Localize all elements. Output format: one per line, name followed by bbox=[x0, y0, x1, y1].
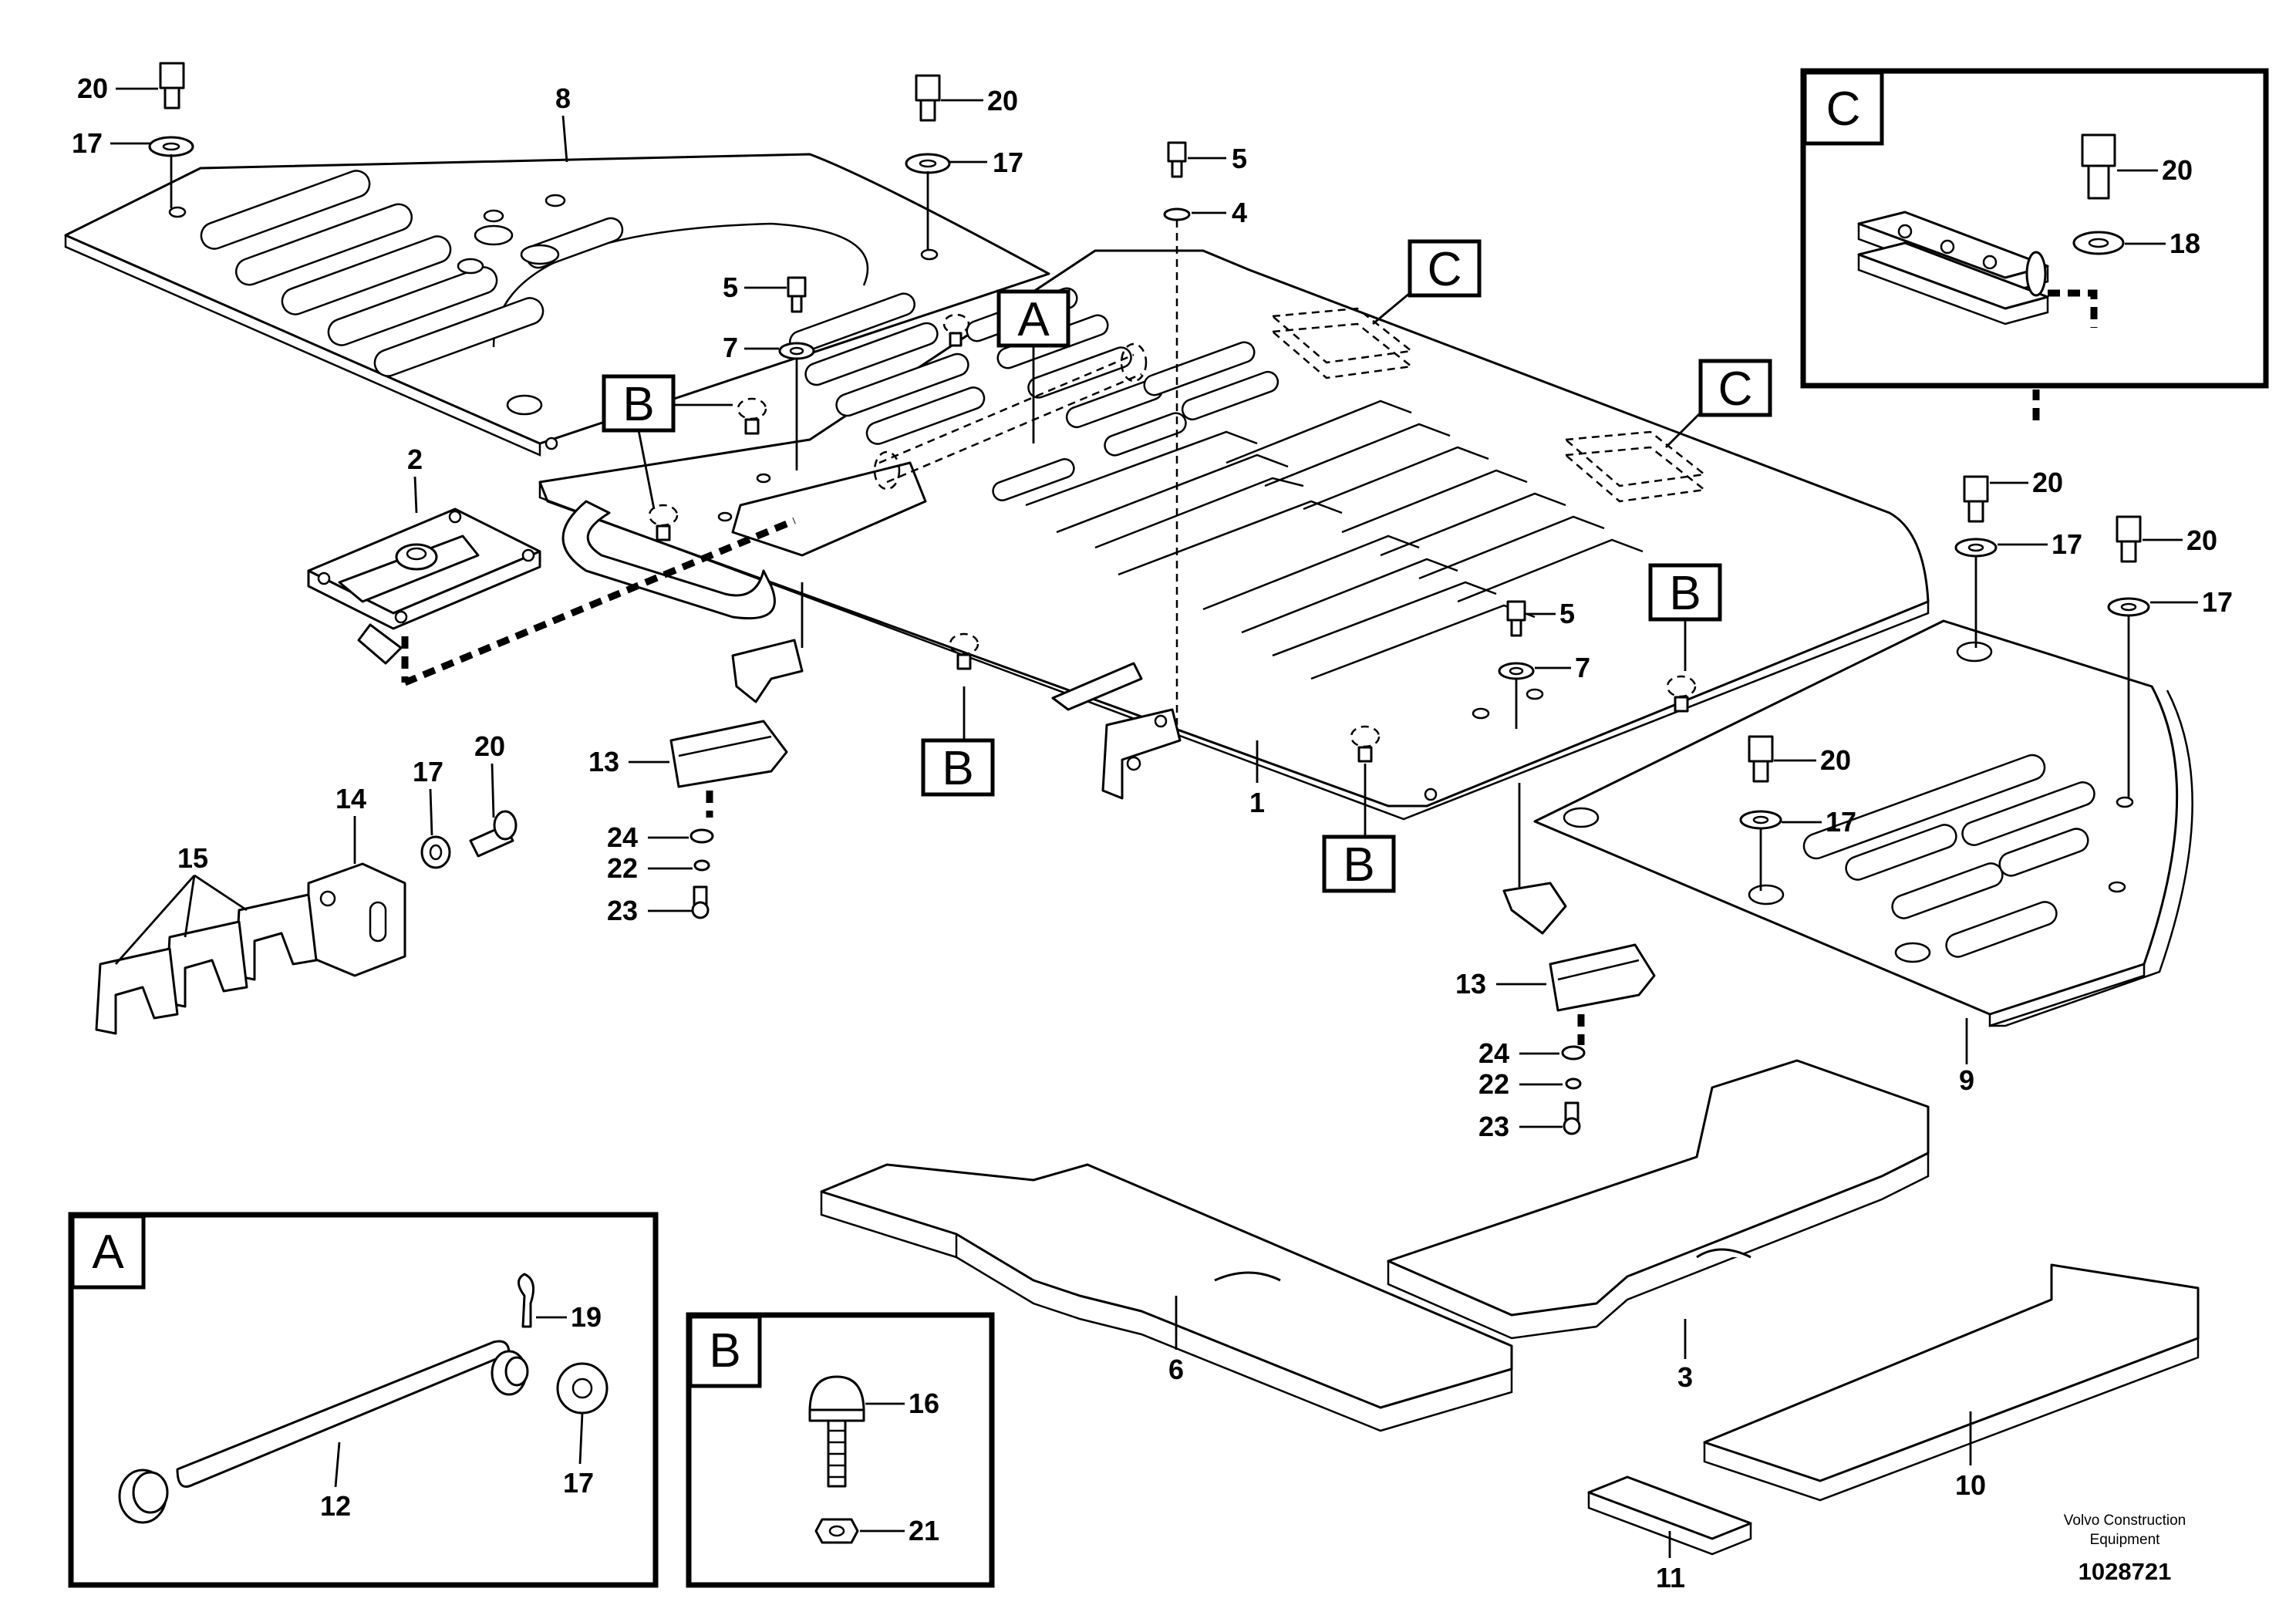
insulation-strip-10 bbox=[1703, 1263, 2200, 1502]
callout-20: 20 bbox=[1820, 744, 1851, 776]
callout-15: 15 bbox=[177, 842, 208, 874]
letter-callouts: A B B B B C C bbox=[602, 239, 1772, 893]
footer: Volvo Construction Equipment 1028721 bbox=[2064, 1512, 2186, 1585]
number-callouts: 20 17 8 20 17 5 4 5 7 2 20 17 20 17 5 7 … bbox=[72, 73, 2233, 1593]
callout-7: 7 bbox=[723, 332, 738, 363]
callout-20: 20 bbox=[2032, 467, 2063, 498]
bolt-stacks bbox=[148, 62, 2150, 891]
callout-20: 20 bbox=[2186, 524, 2217, 556]
callout-17: 17 bbox=[413, 756, 443, 787]
bumper-13-left bbox=[669, 639, 804, 919]
inset-b-letter: B bbox=[709, 1324, 740, 1378]
marker-a: A bbox=[1017, 293, 1050, 346]
callout-18: 18 bbox=[2170, 228, 2200, 259]
callout-1: 1 bbox=[1249, 787, 1265, 818]
stud-markers-b bbox=[648, 313, 1697, 763]
callout-5: 5 bbox=[1559, 598, 1575, 629]
callout-8: 8 bbox=[555, 83, 571, 114]
inset-a-letter: A bbox=[92, 1226, 124, 1279]
insulation-pad-3 bbox=[1387, 1059, 1930, 1340]
bumper-13-right bbox=[1502, 882, 1656, 1135]
callout-24: 24 bbox=[1478, 1037, 1509, 1069]
inset-a: A bbox=[68, 1212, 659, 1588]
marker-b-3: B bbox=[1343, 838, 1374, 892]
insulation-strip-11 bbox=[1587, 1475, 1752, 1556]
company-line-1: Volvo Construction bbox=[2064, 1512, 2186, 1529]
marker-c-2: C bbox=[1718, 363, 1753, 416]
marker-b-4: B bbox=[1669, 567, 1701, 620]
callout-17: 17 bbox=[993, 147, 1023, 178]
callout-7: 7 bbox=[1575, 652, 1590, 683]
callout-23: 23 bbox=[607, 895, 638, 926]
callout-13: 13 bbox=[588, 746, 619, 777]
inset-b: B bbox=[686, 1312, 995, 1588]
callout-12: 12 bbox=[320, 1490, 351, 1522]
callout-23: 23 bbox=[1478, 1111, 1509, 1142]
callout-5: 5 bbox=[723, 271, 738, 303]
marker-b-1: B bbox=[622, 378, 654, 431]
callout-22: 22 bbox=[1478, 1068, 1509, 1100]
marker-c-1: C bbox=[1428, 243, 1462, 296]
callout-21: 21 bbox=[909, 1515, 939, 1546]
grab-handle bbox=[561, 500, 776, 620]
marker-b-2: B bbox=[942, 742, 973, 795]
callout-11: 11 bbox=[1656, 1562, 1685, 1593]
latch-2 bbox=[307, 508, 541, 665]
insulation-pad-6 bbox=[820, 1163, 1513, 1432]
callout-20: 20 bbox=[987, 85, 1018, 116]
figure-number: 1028721 bbox=[2079, 1558, 2172, 1585]
callout-20: 20 bbox=[474, 730, 505, 762]
callout-17: 17 bbox=[2202, 586, 2233, 618]
callout-16: 16 bbox=[909, 1388, 939, 1419]
company-line-2: Equipment bbox=[2090, 1532, 2161, 1548]
callout-20: 20 bbox=[77, 73, 108, 104]
callout-20: 20 bbox=[2162, 154, 2193, 186]
floor-plate-8 bbox=[64, 153, 1050, 457]
callout-17: 17 bbox=[563, 1467, 594, 1499]
callout-10: 10 bbox=[1955, 1469, 1986, 1501]
callout-4: 4 bbox=[1232, 197, 1247, 228]
floor-plate-9 bbox=[1533, 619, 2193, 1027]
callout-13: 13 bbox=[1455, 968, 1486, 1000]
callout-19: 19 bbox=[571, 1301, 602, 1333]
callout-9: 9 bbox=[1959, 1064, 1974, 1096]
floor-plate-1 bbox=[538, 249, 1930, 821]
callout-2: 2 bbox=[407, 443, 423, 475]
callout-24: 24 bbox=[607, 821, 638, 853]
callout-17: 17 bbox=[72, 127, 103, 159]
shim-assembly-14-15 bbox=[95, 810, 518, 1035]
callout-5: 5 bbox=[1232, 143, 1247, 174]
callout-22: 22 bbox=[607, 852, 638, 884]
inset-c: C bbox=[1800, 68, 2269, 389]
callout-6: 6 bbox=[1168, 1354, 1184, 1385]
callout-3: 3 bbox=[1677, 1361, 1693, 1393]
callout-14: 14 bbox=[335, 783, 366, 814]
inset-c-letter: C bbox=[1826, 83, 1861, 136]
callout-17: 17 bbox=[2052, 528, 2082, 560]
callout-17: 17 bbox=[1826, 806, 1856, 838]
